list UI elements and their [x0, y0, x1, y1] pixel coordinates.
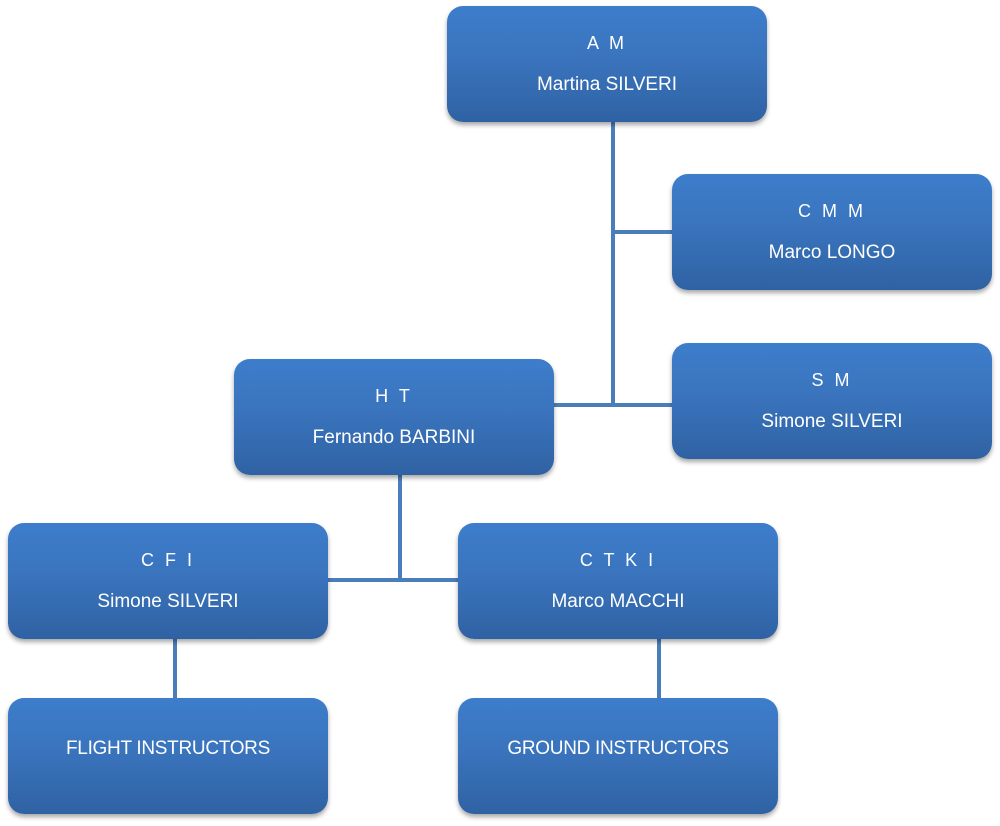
connector-cfi-ctki — [328, 578, 458, 582]
node-role: H T — [375, 386, 413, 406]
node-role: C F I — [141, 550, 195, 570]
connector-am-cmm — [611, 230, 672, 234]
node-name: Fernando BARBINI — [312, 427, 476, 448]
node-ctki: C T K I Marco MACCHI — [458, 523, 778, 639]
node-cfi: C F I Simone SILVERI — [8, 523, 328, 639]
node-role: C M M — [798, 201, 866, 221]
connector-ctki-gi — [657, 639, 661, 698]
node-name: Martina SILVERI — [536, 74, 678, 95]
connector-am-sm-ht — [554, 403, 672, 407]
node-role: C T K I — [579, 550, 657, 570]
node-name: Marco LONGO — [768, 242, 896, 263]
node-name: FLIGHT INSTRUCTORS — [66, 738, 270, 759]
node-name: Simone SILVERI — [97, 591, 239, 612]
connector-am-trunk — [611, 122, 615, 407]
node-cmm: C M M Marco LONGO — [672, 174, 992, 290]
node-name: GROUND INSTRUCTORS — [507, 738, 729, 759]
node-role: A M — [586, 33, 627, 53]
node-ht: H T Fernando BARBINI — [234, 359, 554, 475]
node-am: A M Martina SILVERI — [447, 6, 767, 122]
node-name: Marco MACCHI — [551, 591, 685, 612]
node-ground-instructors: GROUND INSTRUCTORS — [458, 698, 778, 814]
node-flight-instructors: FLIGHT INSTRUCTORS — [8, 698, 328, 814]
connector-ht-trunk — [398, 475, 402, 580]
node-sm: S M Simone SILVERI — [672, 343, 992, 459]
node-name: Simone SILVERI — [761, 411, 903, 432]
node-role: S M — [811, 370, 853, 390]
connector-cfi-fi — [173, 639, 177, 698]
